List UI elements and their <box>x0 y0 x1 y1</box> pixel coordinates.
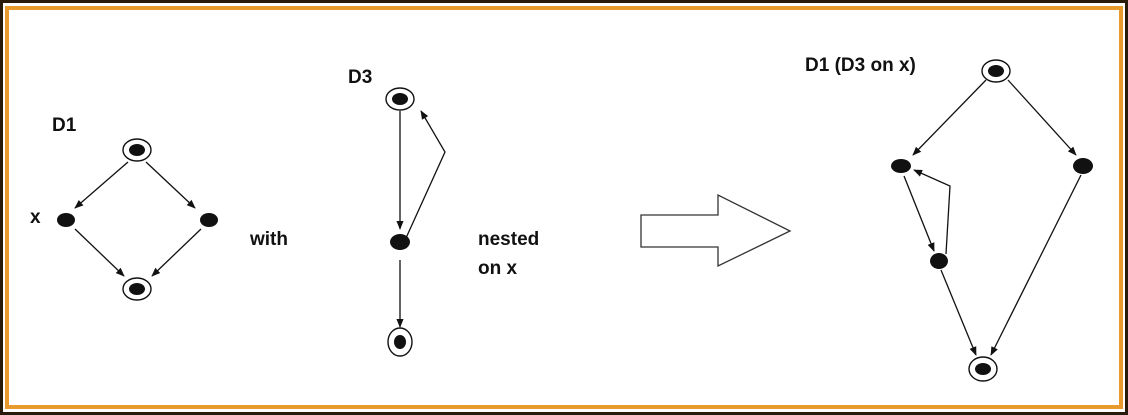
d1-edge-top-left <box>74 161 129 209</box>
d1-node-top-terminal <box>122 138 152 162</box>
d1-edge-top-right <box>145 161 196 209</box>
result-node-inner <box>930 253 948 269</box>
result-graph <box>891 59 1093 382</box>
result-edge-top-left <box>912 79 987 156</box>
result-edge-right-bottom <box>990 174 1082 356</box>
d1-node-right <box>200 213 218 227</box>
d1-label: D1 <box>52 115 77 136</box>
d1-edge-right-bottom <box>151 228 202 277</box>
nested-label-line2: on x <box>478 258 517 279</box>
d3-node-bottom-terminal <box>387 327 413 357</box>
d3-node-top-terminal <box>385 87 415 111</box>
d1-edge-left-bottom <box>74 228 125 277</box>
d3-edge-mid-top-loop <box>405 110 446 239</box>
d1-node-bottom-terminal <box>122 277 152 301</box>
transform-arrow-icon <box>640 193 792 268</box>
result-node-bottom-terminal <box>968 356 998 382</box>
frame-inner-border <box>5 6 1123 409</box>
result-edge-inner-left-loop <box>913 169 951 255</box>
result-edge-left-inner <box>903 175 935 252</box>
with-label: with <box>249 229 288 250</box>
result-edge-top-right <box>1007 79 1077 156</box>
d1-graph <box>57 138 218 301</box>
result-label: D1 (D3 on x) <box>805 55 916 76</box>
x-label: x <box>30 207 41 228</box>
result-node-left <box>891 159 911 173</box>
result-node-right <box>1073 158 1093 174</box>
d3-graph <box>385 87 446 357</box>
result-node-top-terminal <box>981 59 1011 83</box>
d3-node-mid <box>390 234 410 250</box>
result-edge-inner-bottom <box>940 269 977 356</box>
d1-node-x <box>57 213 75 227</box>
nested-label-line1: nested <box>478 229 539 250</box>
d3-label: D3 <box>348 67 372 88</box>
